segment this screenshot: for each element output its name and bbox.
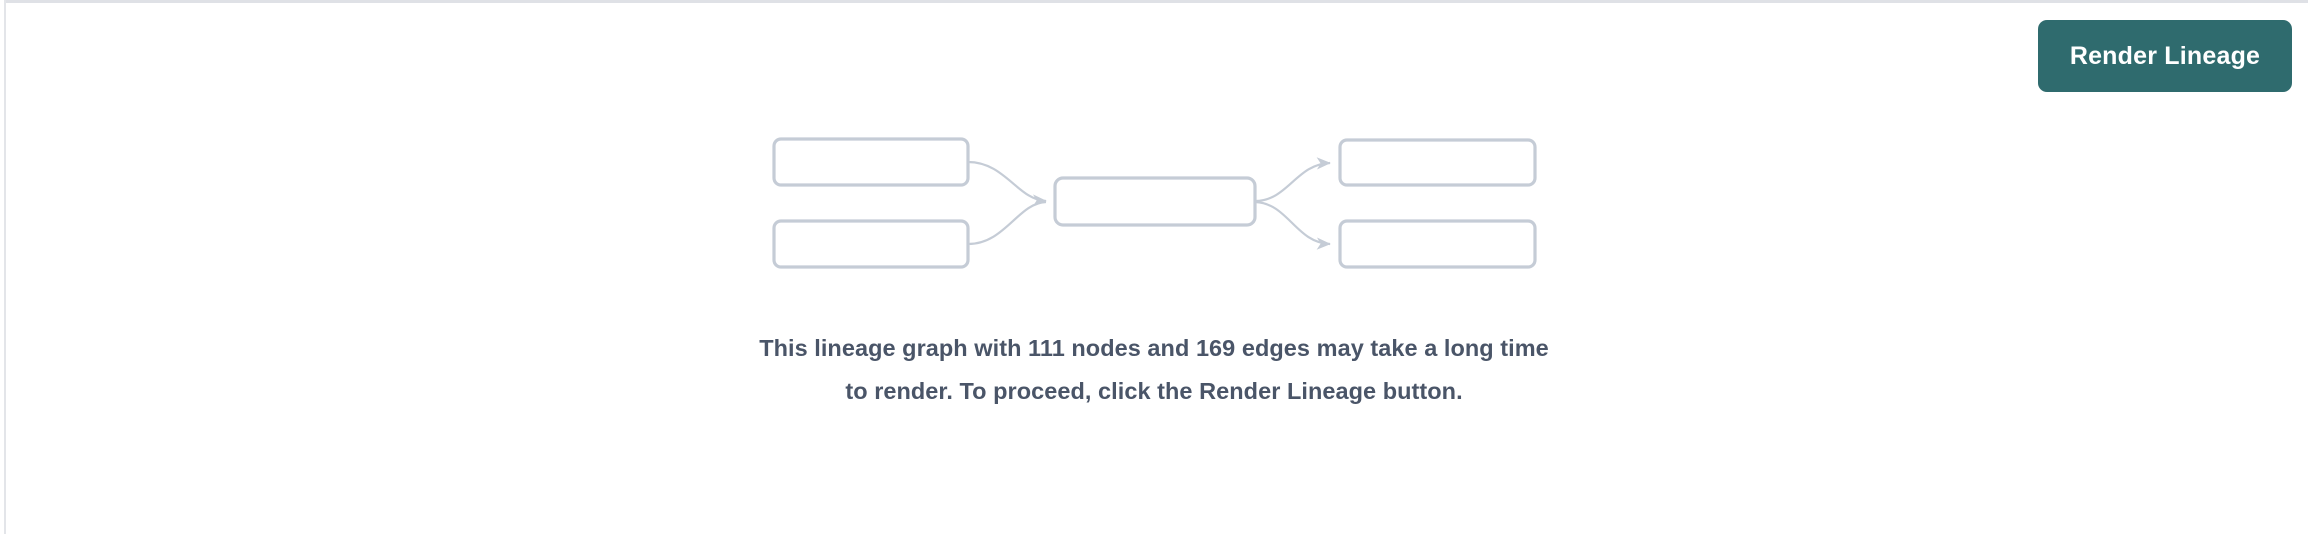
edge-focus-to-downstream-1 bbox=[1254, 157, 1331, 203]
graph-node-upstream-2 bbox=[772, 219, 970, 269]
panel-top-divider bbox=[5, 0, 2308, 3]
edge-upstream-2-to-focus bbox=[967, 200, 1047, 246]
panel-left-divider bbox=[4, 0, 6, 534]
graph-node-upstream-1 bbox=[772, 137, 970, 187]
graph-node-downstream-1 bbox=[1338, 138, 1537, 187]
render-lineage-button[interactable]: Render Lineage bbox=[2038, 20, 2292, 92]
edge-upstream-1-to-focus bbox=[967, 160, 1047, 207]
lineage-warning-message: This lineage graph with 111 nodes and 16… bbox=[759, 335, 1549, 404]
edge-focus-to-downstream-2 bbox=[1254, 200, 1331, 250]
graph-node-focus bbox=[1053, 176, 1257, 227]
graph-node-downstream-2 bbox=[1338, 219, 1537, 269]
